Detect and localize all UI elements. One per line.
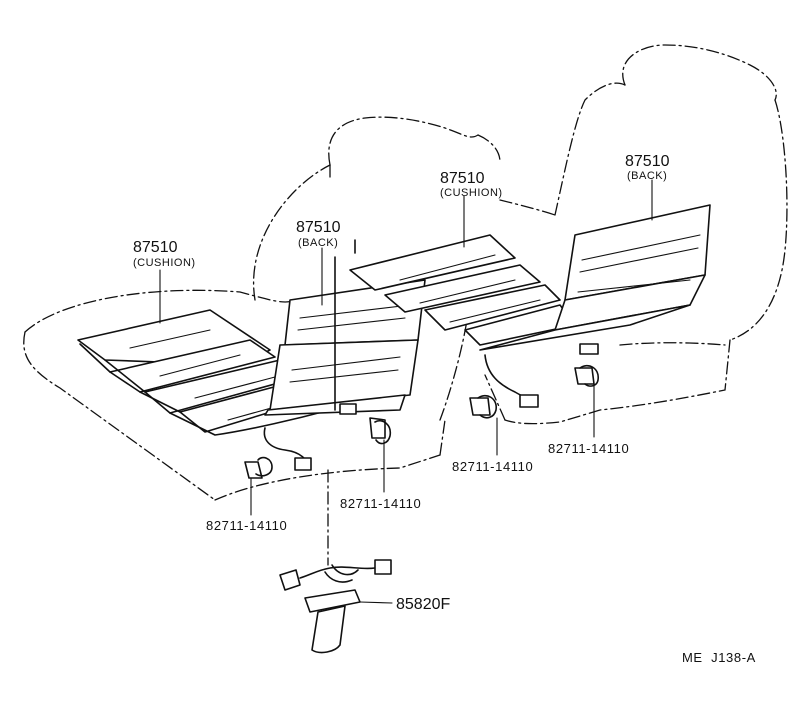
part-number-label: 87510 — [296, 219, 341, 236]
part-number-label: 87510 — [133, 239, 178, 256]
right-seat-outline — [484, 44, 788, 425]
left-seat-outline — [23, 116, 501, 501]
connector-label-right-front: 82711-14110 — [452, 459, 533, 474]
part-note-label: (BACK) — [298, 237, 338, 249]
connector-label-left-rear: 82711-14110 — [340, 496, 421, 511]
callout-right-cushion: 87510 (CUSHION) — [440, 170, 503, 199]
right-harness — [469, 354, 599, 419]
right-cushion-heater-pad — [349, 234, 576, 346]
left-harness — [244, 417, 392, 479]
reference-code: ME J138-A — [682, 650, 756, 665]
part-note-label: (CUSHION) — [133, 257, 196, 269]
connector-label-left-front: 82711-14110 — [206, 518, 287, 533]
leader-lines — [159, 179, 653, 516]
part-number-label: 87510 — [440, 170, 485, 187]
callout-left-cushion: 87510 (CUSHION) — [133, 239, 196, 269]
part-note-label: (BACK) — [627, 170, 667, 182]
right-back-heater-pad — [479, 204, 711, 355]
part-number-label: 87510 — [625, 153, 670, 170]
switch-part-label: 85820F — [396, 596, 450, 613]
callout-left-back: 87510 (BACK) — [296, 219, 341, 249]
connector-label-right-rear: 82711-14110 — [548, 441, 629, 456]
callout-right-back: 87510 (BACK) — [625, 153, 670, 182]
left-cushion-heater-pad — [77, 309, 331, 436]
part-note-label: (CUSHION) — [440, 187, 503, 199]
seat-heater-switch — [279, 469, 393, 654]
